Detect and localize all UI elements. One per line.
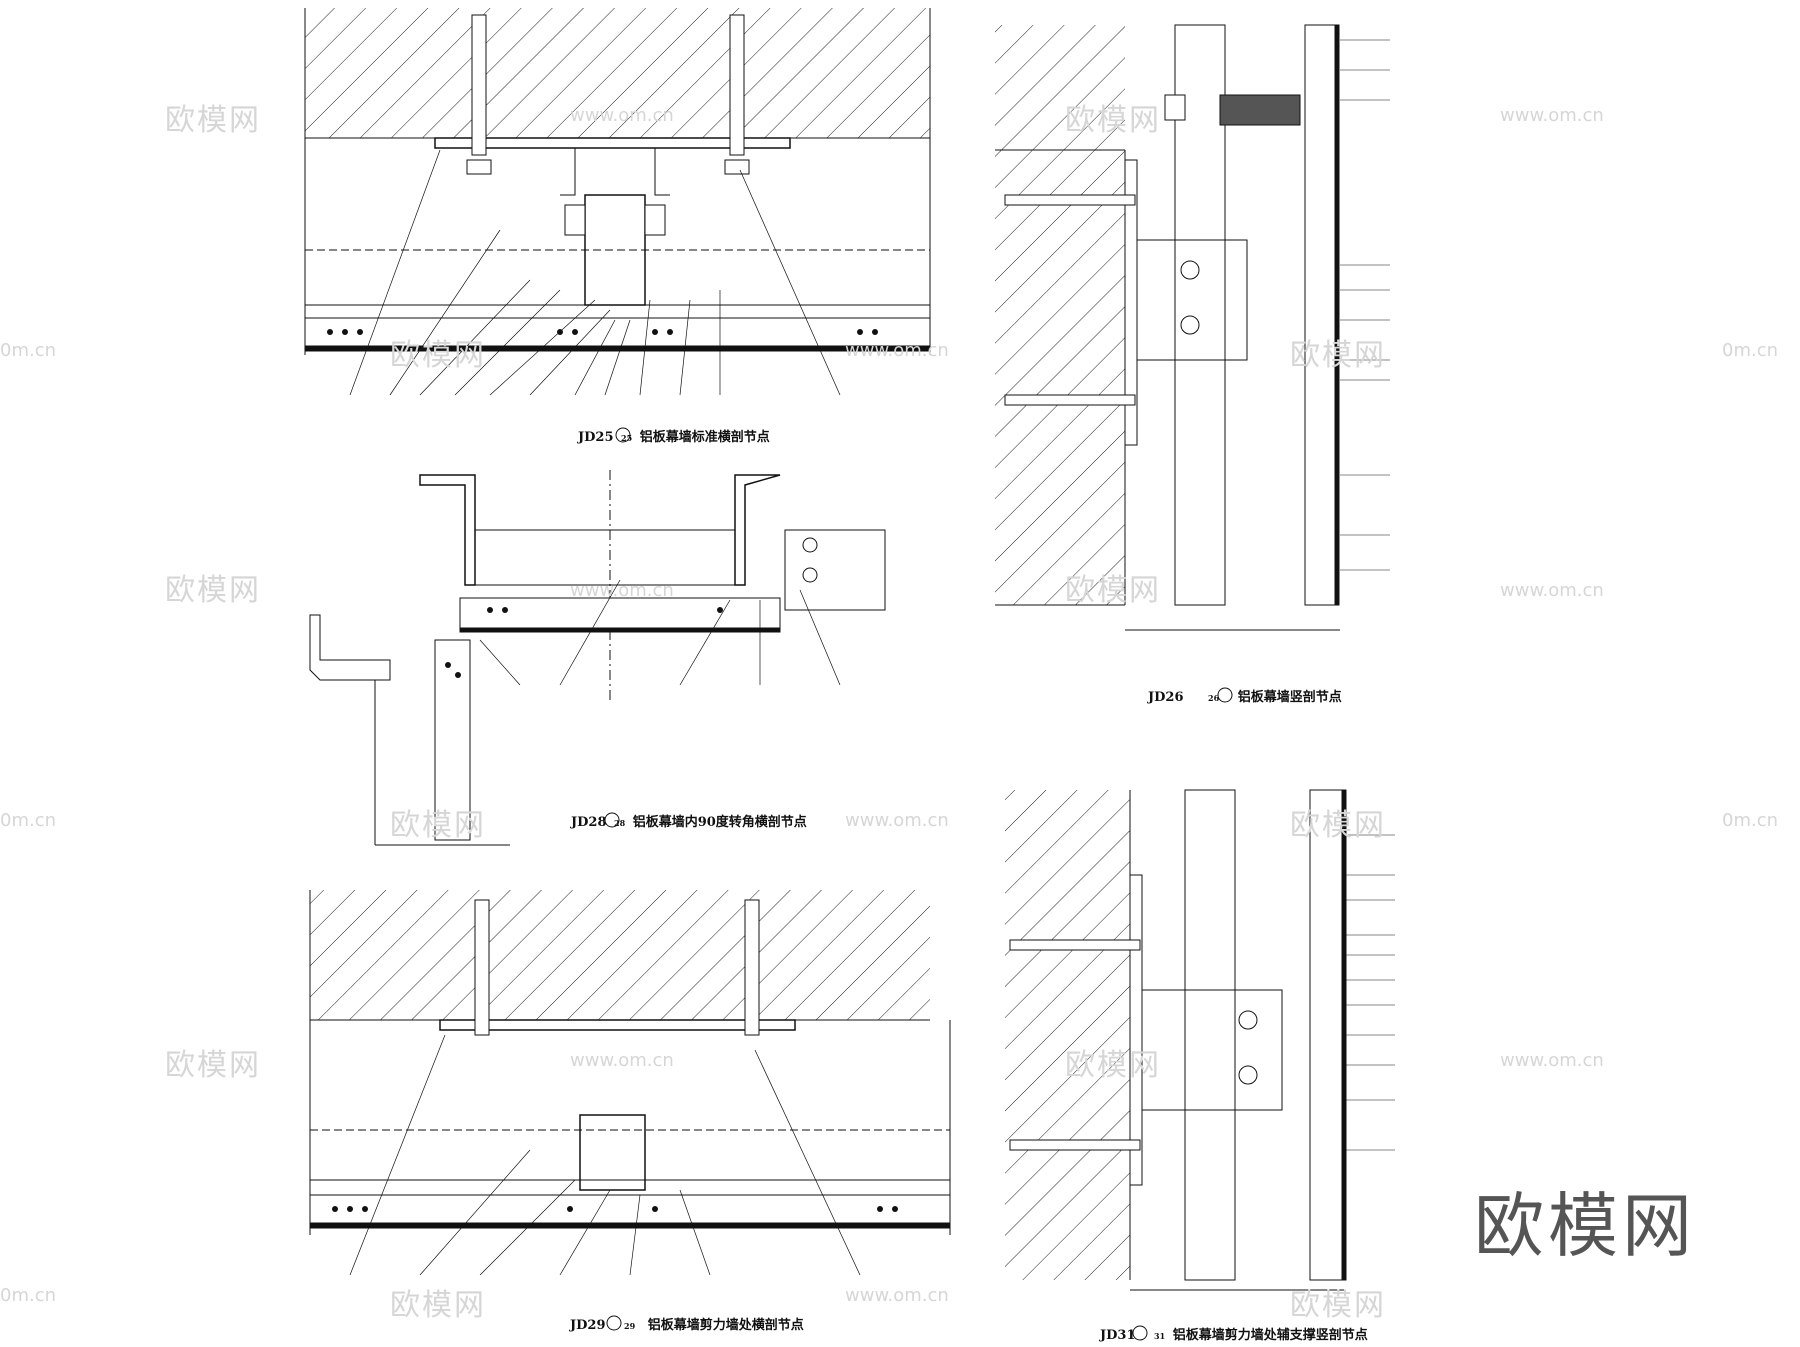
watermark-site: 0m.cn <box>1722 810 1779 831</box>
caption-jd31: JD31 31 铝板幕墙剪力墙处辅支撑竖剖节点 <box>1100 1324 1368 1343</box>
connection-bracket <box>1136 239 1248 361</box>
watermark-site: www.om.cn <box>845 1285 949 1306</box>
watermark-brand: 欧模网 <box>1065 1048 1161 1083</box>
watermark-brand: 欧模网 <box>1290 808 1386 843</box>
panel-frame <box>459 597 781 629</box>
detail-jd28 <box>309 470 886 846</box>
watermark-site: 0m.cn <box>0 1285 57 1306</box>
caption-number: 29 <box>624 1321 636 1331</box>
steel-channel-side <box>309 614 391 681</box>
watermark-brand: 欧模网 <box>1290 338 1386 373</box>
watermark-brand: 欧模网 <box>1290 1288 1386 1323</box>
watermark-site: www.om.cn <box>1500 580 1604 601</box>
steel-channel-left <box>419 474 476 586</box>
caption-number: 28 <box>614 818 626 828</box>
shear-wall <box>310 890 930 1020</box>
caption-number: 31 <box>1154 1331 1166 1341</box>
caption-title: 铝板幕墙剪力墙处横剖节点 <box>647 1318 804 1333</box>
detail-jd25 <box>304 8 931 396</box>
caption-code: JD29 <box>570 1318 606 1333</box>
steel-mullion-jd26 <box>1174 24 1226 606</box>
concrete-wall-jd26 <box>995 150 1125 605</box>
watermark-brand: 欧模网 <box>165 573 261 608</box>
watermark-site: 0m.cn <box>0 810 57 831</box>
watermark-brand: 欧模网 <box>165 1048 261 1083</box>
watermark-site: www.om.cn <box>570 580 674 601</box>
aluminum-panel <box>304 345 931 352</box>
caption-title: 铝板幕墙竖剖节点 <box>1237 690 1342 705</box>
detail-jd29 <box>309 890 951 1276</box>
caption-jd29: JD29 29 铝板幕墙剪力墙处横剖节点 <box>570 1314 804 1333</box>
anchor-bolt-left <box>471 14 487 156</box>
panel-frame-jd26 <box>1304 24 1336 606</box>
caption-number: 26 <box>1208 693 1220 703</box>
detail-jd31 <box>1005 789 1395 1291</box>
shear-wall-jd31 <box>1005 790 1130 1280</box>
caption-code: JD25 <box>578 430 614 445</box>
steel-channel-right <box>734 474 781 586</box>
beam-section <box>995 25 1125 150</box>
watermark-logo: 欧模网 <box>1474 1185 1696 1267</box>
watermark-brand: 欧模网 <box>1065 103 1161 138</box>
support-bracket <box>1141 989 1283 1111</box>
caption-title: 铝板幕墙标准横剖节点 <box>639 430 770 445</box>
anchor-bolt-right <box>729 14 745 156</box>
concrete-wall <box>305 8 930 138</box>
panel-frame-jd31 <box>1309 789 1343 1281</box>
detail-jd26 <box>995 24 1390 631</box>
watermark-brand: 欧模网 <box>390 808 486 843</box>
watermark-site: www.om.cn <box>570 105 674 126</box>
watermark-site: www.om.cn <box>1500 1050 1604 1071</box>
watermark-site: 0m.cn <box>1722 340 1779 361</box>
watermark-site: www.om.cn <box>845 340 949 361</box>
caption-title: 铝板幕墙剪力墙处辅支撑竖剖节点 <box>1172 1328 1368 1343</box>
watermark-brand: 欧模网 <box>165 103 261 138</box>
caption-jd26: JD26 26 铝板幕墙竖剖节点 <box>1148 686 1342 705</box>
caption-number: 25 <box>621 433 633 443</box>
caption-jd25: JD25 25 铝板幕墙标准横剖节点 <box>578 426 770 445</box>
caption-code: JD31 <box>1100 1328 1136 1343</box>
watermark-brand: 欧模网 <box>390 1288 486 1323</box>
caption-jd28: JD28 28 铝板幕墙内90度转角横剖节点 <box>571 811 807 830</box>
fire-stop <box>1219 94 1301 126</box>
watermark-site: www.om.cn <box>845 810 949 831</box>
caption-code: JD28 <box>571 815 607 830</box>
caption-code: JD26 <box>1148 690 1184 705</box>
caption-title: 铝板幕墙内90度转角横剖节点 <box>632 815 807 830</box>
embed-plate <box>434 137 791 149</box>
watermark-brand: 欧模网 <box>390 338 486 373</box>
watermark-site: 0m.cn <box>0 340 57 361</box>
steel-mullion-jd29 <box>579 1114 646 1191</box>
corner-mullion <box>434 639 471 841</box>
watermark-brand: 欧模网 <box>1065 573 1161 608</box>
watermark-site: www.om.cn <box>570 1050 674 1071</box>
watermark-site: www.om.cn <box>1500 105 1604 126</box>
bracket-plate <box>784 529 886 611</box>
